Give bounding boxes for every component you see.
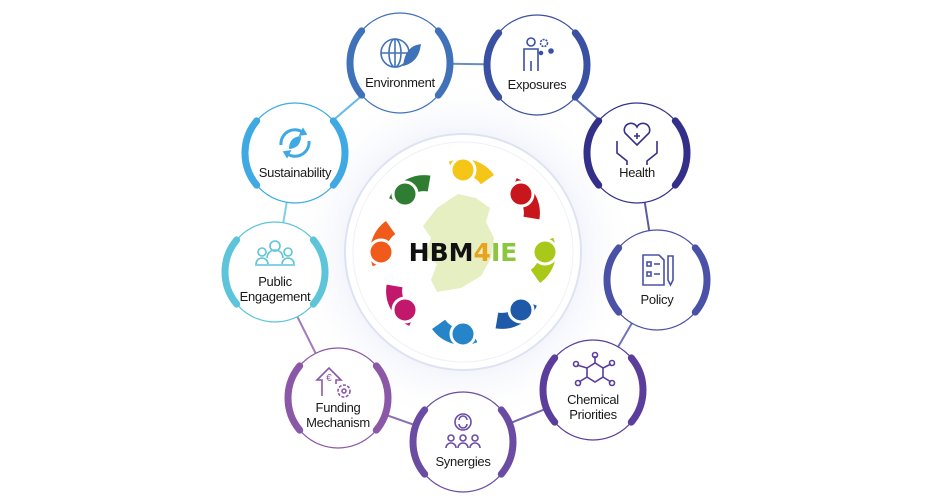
node-bracket-right	[434, 27, 454, 99]
person-head	[391, 296, 419, 324]
recycle-leaf-icon	[279, 127, 311, 159]
logo-text: HBM4IE	[409, 238, 518, 267]
node-label: Policy	[641, 292, 675, 307]
logo-text-part: 4	[474, 238, 491, 267]
node-label: Mechanism	[306, 415, 370, 430]
node-bracket-right	[627, 354, 647, 426]
node-policy: Policy	[603, 229, 711, 331]
node-bracket-right	[372, 362, 392, 434]
euro-gear-icon: €	[315, 366, 351, 398]
globe-leaf-icon	[380, 38, 421, 68]
node-circle	[244, 102, 346, 204]
node-bracket-right	[329, 117, 349, 189]
node-circle	[586, 102, 688, 204]
node-health: Health	[583, 102, 691, 204]
person-head	[367, 238, 395, 266]
node-label: Chemical	[567, 392, 619, 407]
logo-text-part: IE	[491, 238, 517, 267]
node-label: Sustainability	[259, 165, 332, 180]
node-bracket-right	[309, 236, 329, 308]
node-bracket-left	[603, 244, 623, 316]
node-bracket-left	[583, 117, 603, 189]
person-gears-icon	[523, 37, 554, 71]
person-head	[449, 156, 477, 184]
topic-nodes: Environment ExposuresHealthPolicyChemical…	[221, 12, 711, 493]
person-head	[449, 320, 477, 348]
ireland-map	[423, 194, 494, 292]
node-sustainability: Sustainability	[241, 102, 349, 204]
person-head	[391, 180, 419, 208]
node-circle	[486, 14, 588, 116]
hands-heart-icon	[616, 122, 658, 165]
node-bracket-left	[221, 236, 241, 308]
svg-text:€: €	[326, 373, 332, 384]
node-bracket-right	[571, 29, 591, 101]
node-bracket-left	[483, 29, 503, 101]
node-bracket-right	[497, 406, 517, 478]
node-circle	[606, 229, 708, 331]
node-label: Public	[258, 274, 292, 289]
node-bracket-left	[409, 406, 429, 478]
node-label: Synergies	[435, 454, 491, 469]
node-label: Funding	[316, 400, 361, 415]
people-group-icon	[255, 240, 295, 266]
node-bracket-right	[671, 117, 691, 189]
hbm4ie-logo: HBM4IE	[367, 156, 559, 348]
person-head	[531, 238, 559, 266]
node-label: Priorities	[569, 407, 617, 422]
person-head	[507, 180, 535, 208]
node-circle	[287, 347, 389, 449]
node-label: Engagement	[240, 289, 311, 304]
node-circle	[224, 221, 326, 323]
node-bracket-right	[691, 244, 711, 316]
molecule-icon	[572, 351, 616, 387]
node-exposures: Exposures	[483, 14, 591, 116]
node-synergies: Synergies	[409, 391, 517, 493]
node-label: Exposures	[508, 77, 568, 92]
node-label: Health	[619, 165, 655, 180]
node-bracket-left	[284, 362, 304, 434]
node-bracket-left	[539, 354, 559, 426]
group-cycle-icon	[445, 413, 481, 449]
logo-text-part: HBM	[409, 238, 474, 267]
node-environment: Environment	[346, 12, 454, 114]
document-pen-icon	[642, 254, 674, 287]
node-circle	[412, 391, 514, 493]
person-head	[507, 296, 535, 324]
node-label: Environment	[365, 75, 435, 90]
node-bracket-left	[241, 117, 261, 189]
node-bracket-left	[346, 27, 366, 99]
